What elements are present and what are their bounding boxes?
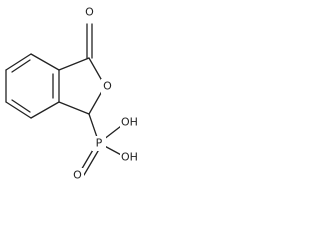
ring-oxygen-label: O <box>103 80 112 93</box>
hydroxyl-upper-label: OH <box>121 116 138 129</box>
lactone-ring <box>58 23 106 115</box>
phosphoryl-oxygen-label: O <box>73 169 82 182</box>
bond-c6-c7-inner <box>11 99 31 113</box>
hydroxyl-lower-label: OH <box>121 151 138 164</box>
phosphorus-bg <box>92 136 106 151</box>
ring-oxygen-bg <box>101 79 114 94</box>
hydroxyl-lower-bg <box>120 150 142 165</box>
phthalide-phosphonic-acid-structure: O O P OH OH O <box>5 5 142 183</box>
bond-c7-c7a <box>30 101 60 119</box>
hydroxyl-upper-bg <box>120 115 142 130</box>
bond-c4-c5-inner <box>11 59 31 73</box>
carbonyl-oxygen-bg <box>83 5 96 20</box>
bond-c3a-c4 <box>30 53 60 71</box>
bond-c4-c5 <box>5 53 32 71</box>
benzene-ring <box>5 53 60 119</box>
bond-c6-c7 <box>5 101 32 119</box>
atom-labels: O O P OH OH O <box>71 5 142 183</box>
bond-c1-c7a <box>58 101 90 115</box>
phosphorus-label: P <box>96 137 103 150</box>
phosphoryl-oxygen-bg <box>71 168 84 183</box>
carbonyl-oxygen-label: O <box>85 6 94 19</box>
bond-c3a-c3 <box>58 57 90 71</box>
